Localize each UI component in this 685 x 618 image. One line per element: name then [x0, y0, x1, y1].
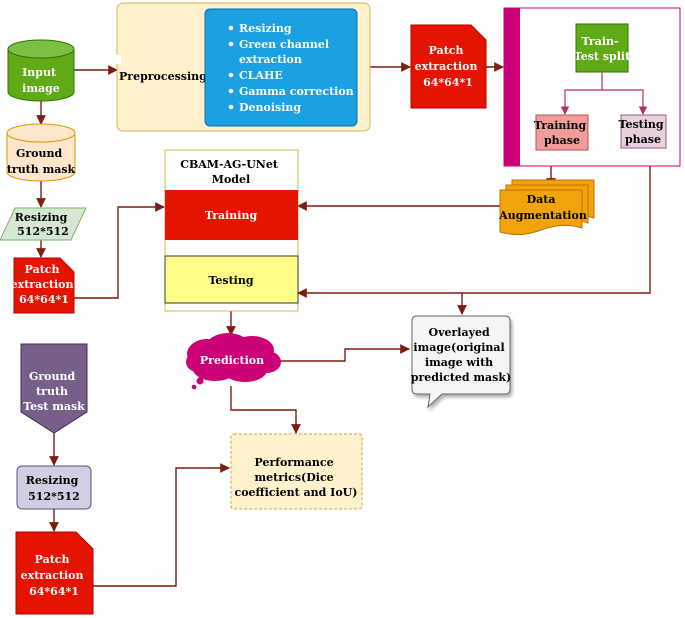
data-aug-line1: Data: [527, 193, 556, 206]
input-image-line1: Input: [22, 66, 57, 79]
arrow-patch-bottom-to-metrics: [93, 463, 230, 587]
model-training-label: Training: [205, 209, 258, 222]
step-green-channel-cont: extraction: [239, 53, 302, 66]
model-title-line2: Model: [212, 173, 250, 186]
patch-top-line2: extraction: [415, 60, 478, 73]
overlay-line2: image(original: [413, 341, 504, 354]
resize-top-line1: Resizing: [15, 211, 68, 224]
connectors: [36, 62, 651, 587]
svg-text:Train- Test split: Train- Test split: [574, 35, 631, 63]
svg-text:Ground truth Test: Ground truth Test mask: [23, 370, 85, 413]
split-panel: Train- Test split Training phase Testing…: [503, 7, 681, 167]
svg-text:Overlayed image(original: Overlayed image(original image with pred…: [411, 326, 511, 384]
resize-top-line2: 512*512: [17, 225, 69, 238]
arrow-prediction-to-metrics: [230, 386, 301, 434]
bullet-icon: [228, 41, 234, 47]
testing-phase-line2: phase: [625, 133, 661, 146]
resize-bottom-line1: Resizing: [26, 474, 79, 487]
arrow-split-to-training: [560, 72, 603, 115]
training-phase-line2: phase: [544, 134, 580, 147]
gt-mask-node: Ground truth mask: [6, 123, 76, 182]
prediction-label: Prediction: [200, 354, 264, 367]
svg-text:Performance metrics(Dice: Performance metrics(Dice coefficient and…: [235, 456, 358, 499]
svg-text:Patch extraction 6: Patch extraction 64*64*1: [415, 44, 482, 89]
model-testing-label: Testing: [208, 274, 253, 287]
step-denoising: Denoising: [239, 101, 301, 114]
prediction-cloud: Prediction: [186, 333, 281, 390]
resize-top-node: Resizing 512*512: [0, 207, 87, 241]
preprocess-steps-list: Resizing Green channel extraction CLAHE …: [228, 22, 354, 114]
svg-text:Data Augmentation: Data Augmentation: [498, 193, 587, 222]
input-image-line2: image: [22, 82, 60, 95]
bullet-icon: [228, 25, 234, 31]
patch-left-line2: extraction: [11, 278, 74, 291]
patch-bottom-line2: extraction: [21, 569, 84, 582]
overlay-line4: predicted mask): [411, 371, 511, 384]
svg-text:CBAM-AG-UNet Model: CBAM-AG-UNet Model: [180, 158, 282, 186]
gt-mask-line2: truth mask: [7, 163, 76, 176]
step-gamma: Gamma correction: [239, 85, 354, 98]
input-image-node: Input image: [7, 39, 75, 102]
gt-mask-line1: Ground: [16, 147, 63, 160]
gt-test-mask-node: Ground truth Test mask: [20, 343, 88, 434]
model-node: CBAM-AG-UNet Model Training Testing: [164, 149, 299, 312]
resize-bottom-line2: 512*512: [28, 490, 80, 503]
training-phase-line1: Training: [534, 119, 587, 132]
svg-text:Resizing 512*512: Resizing 512*512: [26, 474, 82, 503]
patch-bottom-node: Patch extraction 64*64*1: [15, 531, 94, 615]
patch-left-line3: 64*64*1: [19, 293, 69, 306]
svg-text:Ground truth mask: Ground truth mask: [7, 147, 76, 176]
arrow-testing-phase-to-model-testing: [297, 148, 651, 298]
data-aug-line2: Augmentation: [498, 209, 587, 222]
patch-top-line1: Patch: [429, 44, 464, 57]
metrics-line1: Performance: [255, 456, 334, 469]
arrow-prediction-to-overlay: [276, 344, 410, 362]
testing-phase-line1: Testing: [619, 118, 664, 131]
preprocessing-group: Preprocessing Resizing Green channel ext…: [116, 2, 371, 132]
patch-bottom-line3: 64*64*1: [29, 585, 79, 598]
overlay-node: [411, 315, 511, 409]
bullet-icon: [228, 88, 234, 94]
patch-top-line3: 64*64*1: [423, 76, 473, 89]
patch-bottom-line1: Patch: [35, 553, 70, 566]
svg-text:Resizing 512*512: Resizing 512*512: [15, 211, 71, 238]
svg-text:Patch extraction 6: Patch extraction 64*64*1: [11, 263, 78, 306]
step-green-channel: Green channel: [239, 38, 329, 51]
metrics-line3: coefficient and IoU): [235, 486, 358, 499]
resize-bottom-node: Resizing 512*512: [16, 465, 92, 510]
model-title-line1: CBAM-AG-UNet: [180, 158, 279, 171]
bullet-icon: [228, 104, 234, 110]
patch-left-node: Patch extraction 64*64*1: [11, 257, 78, 314]
metrics-node: Performance metrics(Dice coefficient and…: [230, 433, 363, 510]
svg-text:Testing phase: Testing phase: [619, 118, 668, 146]
split-line1: Train-: [582, 35, 619, 48]
arrow-patch-to-model-training: [74, 202, 165, 299]
metrics-line2: metrics(Dice: [254, 471, 333, 484]
gt-test-line3: Test mask: [23, 400, 85, 413]
step-resizing: Resizing: [239, 22, 292, 35]
overlay-line3: image with: [425, 356, 493, 369]
gt-test-line1: Ground: [29, 370, 76, 383]
split-line2: Test split: [574, 50, 631, 63]
bullet-icon: [228, 72, 234, 78]
step-clahe: CLAHE: [239, 69, 283, 82]
arrow-split-to-testing: [602, 89, 648, 115]
gt-test-line2: truth: [36, 385, 68, 398]
data-augmentation-node: Data Augmentation: [498, 179, 595, 236]
svg-text:Training phase: Training phase: [534, 119, 590, 147]
svg-text:Input image: Input image: [22, 66, 60, 95]
patch-top-node: Patch extraction 64*64*1: [410, 24, 487, 109]
preprocessing-label: Preprocessing: [119, 70, 207, 83]
svg-text:Patch extraction 6: Patch extraction 64*64*1: [21, 553, 88, 598]
overlay-line1: Overlayed: [429, 326, 490, 339]
patch-left-line1: Patch: [25, 263, 60, 276]
